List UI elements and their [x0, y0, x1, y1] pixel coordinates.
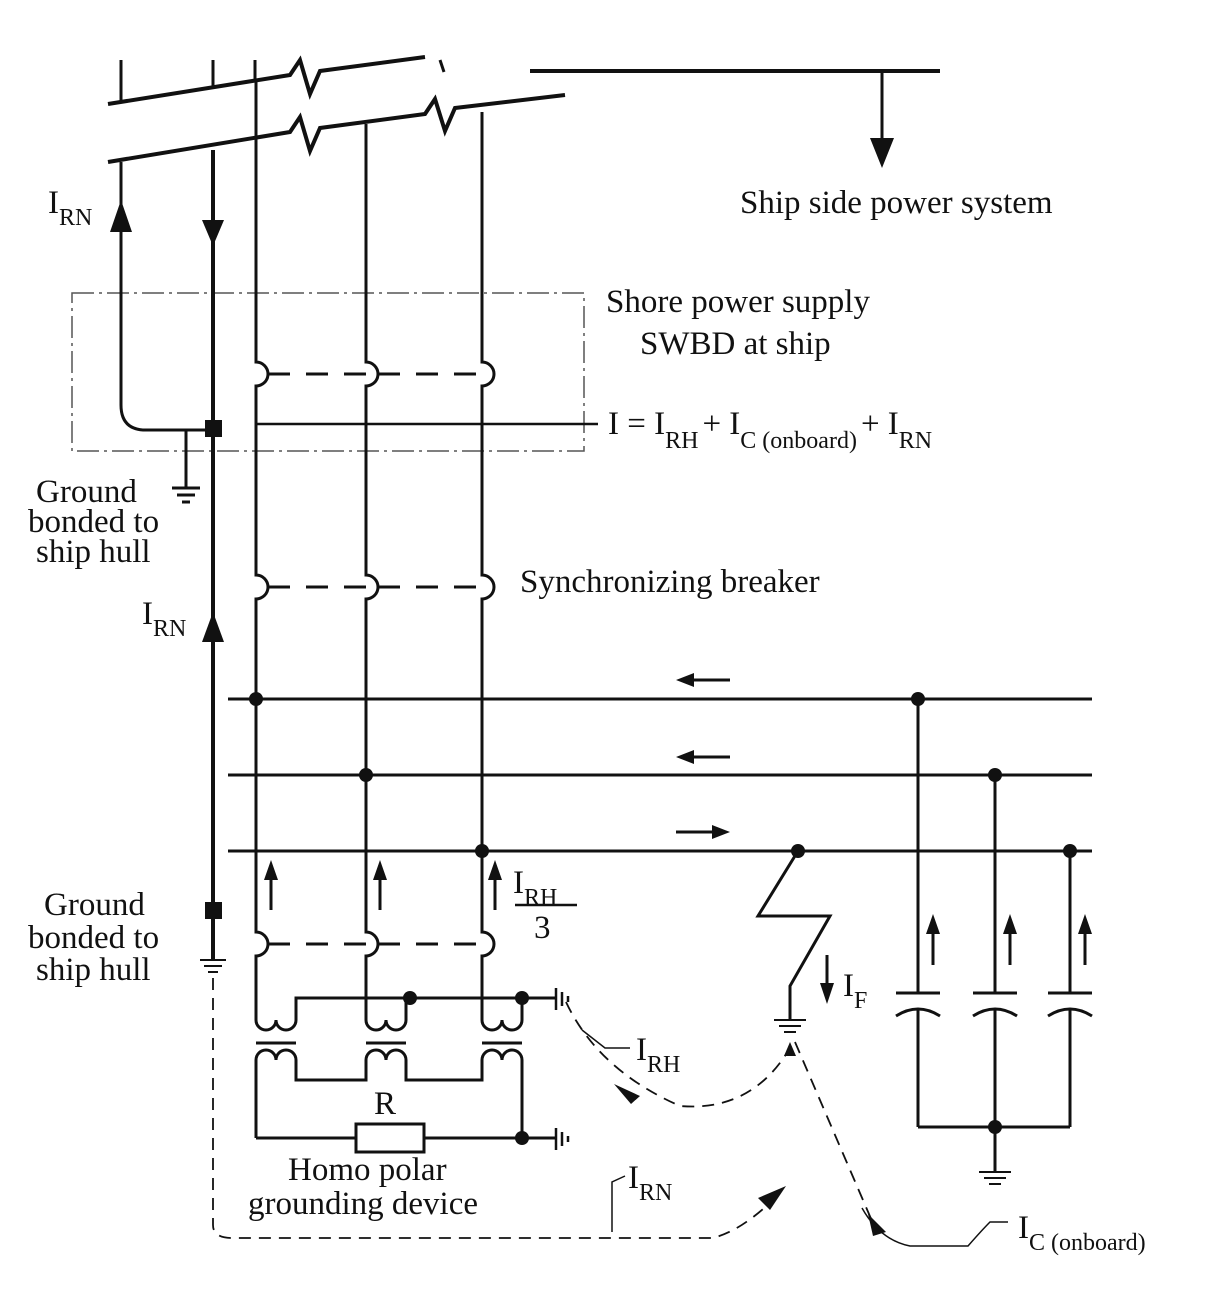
ship-side-label: Ship side power system [740, 185, 1053, 221]
upper-ground-label: Ground bonded to ship hull [28, 474, 159, 570]
onboard-capacitances [895, 699, 1093, 1185]
ship-buses [228, 697, 1092, 853]
homopolar-transformer [254, 996, 556, 1140]
top-vertical-stubs [119, 59, 446, 102]
svg-text:bonded to: bonded to [28, 920, 159, 956]
pe-down-arrow-icon [202, 220, 224, 246]
cap-a-up-arrow-icon [926, 914, 940, 934]
svg-text:grounding device: grounding device [248, 1186, 478, 1222]
neutral-return-path [119, 162, 213, 504]
current-equation: I = IRH+ IC (onboard)+ IRN [608, 406, 932, 454]
bus1-flow-left-arrow-icon [676, 673, 694, 687]
irn-top-label: IRN [48, 185, 92, 231]
irn-mid-label: IRN [142, 596, 186, 642]
ship-feed-arrow-icon [870, 138, 894, 168]
grounding-resistor [354, 1122, 426, 1154]
lower-ground-terminal [205, 902, 222, 919]
bus2-flow-left-arrow-icon [676, 750, 694, 764]
cap-b-up-arrow-icon [1003, 914, 1017, 934]
irh-phase-arrows [264, 860, 502, 910]
svg-text:bonded to: bonded to [28, 504, 159, 540]
return-current-arrowheads [614, 1042, 886, 1236]
fault-current-arrow-icon [820, 983, 834, 1004]
winding-junction-dot [403, 991, 417, 1005]
irn-return-label: IRN [628, 1160, 672, 1206]
cap-c-up-arrow-icon [1078, 914, 1092, 934]
svg-text:Ground: Ground [44, 887, 145, 923]
swbd-ground-terminal [205, 420, 222, 437]
earth-fault-path [755, 850, 833, 1033]
pe-conductor [200, 150, 226, 973]
irn-up-arrow-icon [110, 200, 132, 232]
swbd-box [71, 292, 585, 452]
lower-ground-label: Ground bonded to ship hull [28, 887, 159, 988]
phase-a-up-arrow-icon [264, 860, 278, 880]
svg-text:ship hull: ship hull [36, 952, 151, 988]
svg-text:Homo polar: Homo polar [288, 1152, 447, 1188]
svg-text:ship hull: ship hull [36, 534, 151, 570]
svg-text:Ground: Ground [36, 474, 137, 510]
ic-onboard-label: IC (onboard) [1018, 1210, 1146, 1256]
fraction-denominator: 3 [534, 910, 551, 946]
irh-return-label: IRH [636, 1032, 680, 1078]
shore-busbars [107, 55, 566, 164]
bus3-flow-right-arrow-icon [712, 825, 730, 839]
phase-c-up-arrow-icon [488, 860, 502, 880]
ship-side-bus [530, 69, 940, 168]
capacitor-junction-dot [988, 1120, 1002, 1134]
irh-per-phase-label: IRH [513, 865, 557, 911]
winding-junction-dot [515, 991, 529, 1005]
return-current-paths [212, 978, 876, 1239]
breaker-dashed-links [268, 372, 482, 946]
sync-breaker-label: Synchronizing breaker [520, 564, 820, 600]
homopolar-label: Homo polar grounding device [248, 1152, 478, 1222]
phase-b-up-arrow-icon [373, 860, 387, 880]
fault-current-label: IF [843, 968, 867, 1014]
resistor-label: R [374, 1086, 396, 1122]
label-leaders [581, 1029, 1008, 1247]
resistor-junction-dot [515, 1131, 529, 1145]
device-ground-symbols [554, 988, 570, 1150]
shore-supply-label-line2: SWBD at ship [640, 326, 831, 362]
capacitive-current-arrows [926, 914, 1092, 965]
shore-supply-label-line1: Shore power supply [606, 284, 870, 320]
irn-lower-arrow-icon [202, 612, 224, 642]
